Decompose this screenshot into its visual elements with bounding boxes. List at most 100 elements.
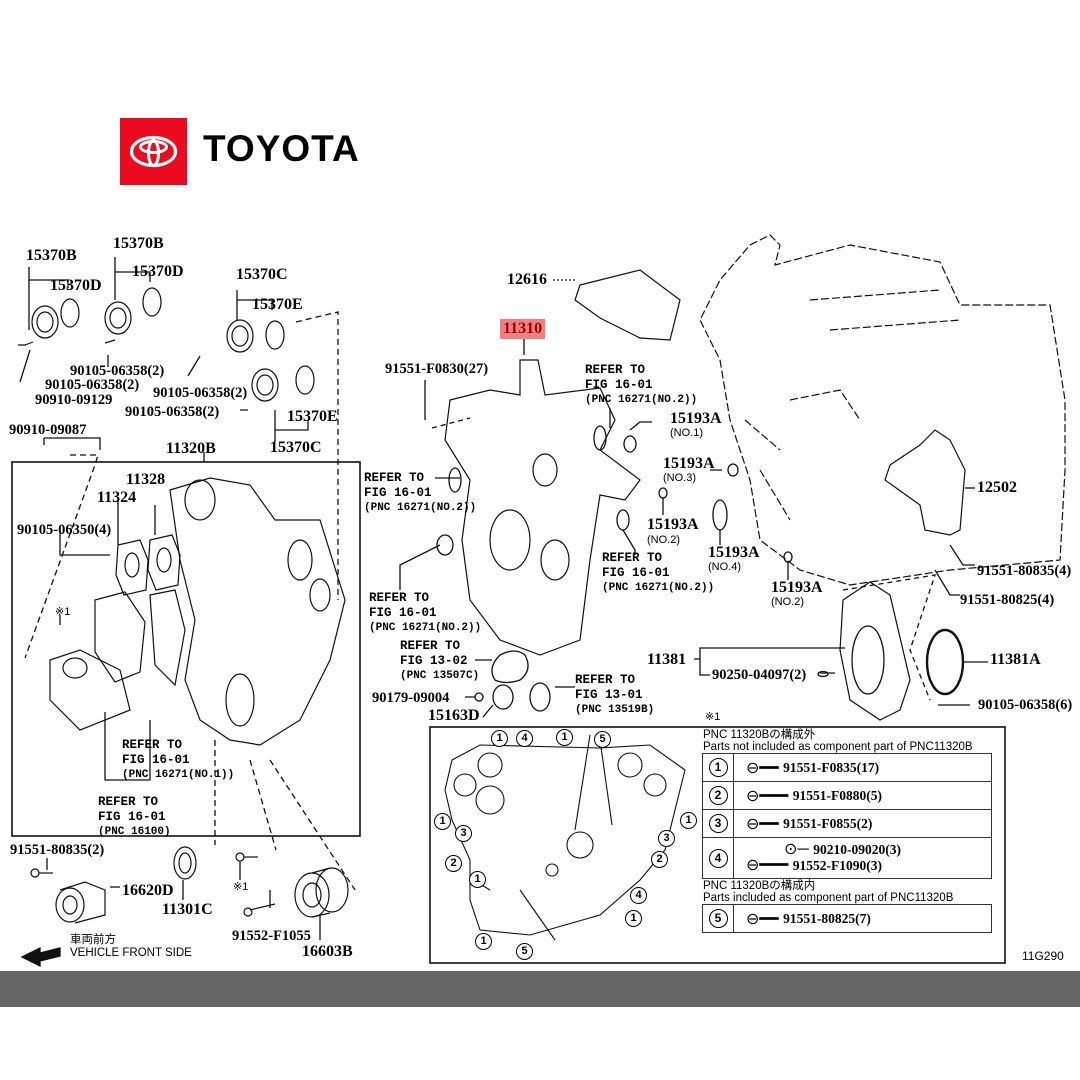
legend-row: 5⊖━━ 91551-80825(7) <box>702 904 992 933</box>
callout-marker: 1 <box>434 813 451 830</box>
label-12502: 12502 <box>977 479 1017 496</box>
label-16620d: 16620D <box>122 882 174 899</box>
part-number: 91551-F0855(2) <box>783 815 873 831</box>
callout-marker: 5 <box>594 731 611 748</box>
label-15370c: 15370C <box>270 439 322 456</box>
callout-marker: 1 <box>556 729 573 746</box>
part-number: 91552-F1090(3) <box>792 858 882 873</box>
legend-row: 1 ⊖━━ 91551-F0835(17) <box>702 753 992 782</box>
label-11324: 11324 <box>97 489 137 506</box>
label-15193a: 15193A <box>771 579 823 596</box>
figure-code: 11G290 <box>1022 949 1064 963</box>
label-15370b: 15370B <box>26 247 77 264</box>
callout-marker: 3 <box>658 830 675 847</box>
label-bolt-90105-06358: 90105-06358(2) <box>45 377 140 393</box>
label-11328: 11328 <box>126 471 166 488</box>
label-90179-09004: 90179-09004 <box>372 690 450 706</box>
label-15193a: 15193A <box>663 455 715 472</box>
note-marker: ※1 <box>55 606 71 618</box>
callout-marker: 1 <box>625 910 642 927</box>
legend-row: 4 ⊙─ 90210-09020(3) ⊖━━━ 91552-F1090(3) <box>702 837 992 879</box>
part-number: 90210-09020(3) <box>813 841 901 857</box>
label-15370b: 15370B <box>113 235 164 252</box>
label-15193a: 15193A <box>647 516 699 533</box>
callout-marker: 1 <box>469 871 486 888</box>
callout-marker: 3 <box>455 825 472 842</box>
direction-label-en: VEHICLE FRONT SIDE <box>70 947 192 959</box>
callout-marker: 1 <box>475 933 492 950</box>
label-91551-f0830: 91551-F0830(27) <box>385 361 489 377</box>
label-90910-09087: 90910-09087 <box>9 422 87 438</box>
label-91551-80825: 91551-80825(4) <box>960 592 1055 608</box>
label-no2: (NO.2) <box>771 596 804 608</box>
part-number: 91551-F0835(17) <box>783 759 880 775</box>
label-15163d: 15163D <box>428 707 480 724</box>
label-90250-04097: 90250-04097(2) <box>712 667 807 683</box>
callout-marker: 4 <box>630 887 647 904</box>
label-15193a: 15193A <box>708 544 760 561</box>
callout-marker: 2 <box>445 855 462 872</box>
timing-cover-sketch <box>169 477 346 746</box>
arrow-left-icon <box>20 946 61 968</box>
label-91551-80835: 91551-80835(2) <box>10 842 105 858</box>
callout-marker: 5 <box>516 943 533 960</box>
callout-marker: 2 <box>651 851 668 868</box>
cam-sensor-1 <box>18 298 80 346</box>
label-bolt-90105-06358: 90105-06358(2) <box>153 385 248 401</box>
legend-included-table: 5⊖━━ 91551-80825(7) <box>702 904 992 933</box>
engine-block-outline <box>699 234 1066 586</box>
toyota-emblem-icon <box>129 135 178 168</box>
label-91551-80835: 91551-80835(4) <box>977 563 1072 579</box>
label-15193a: 15193A <box>670 410 722 427</box>
bolt-location-diagram <box>444 734 686 941</box>
part-number: 91551-80825(7) <box>783 910 871 926</box>
cam-sensor-3 <box>226 319 315 402</box>
bolt-icon: ⊖━━ <box>746 759 779 777</box>
legend-row: 2⊖━━━ 91551-F0880(5) <box>702 781 992 810</box>
part-number: 91551-F0880(5) <box>792 787 882 803</box>
legend-row: 3⊖━━ 91551-F0855(2) <box>702 809 992 838</box>
direction-label-jp: 車両前方 <box>70 934 116 946</box>
label-11320b: 11320B <box>166 440 216 457</box>
label-90910-09129: 90910-09129 <box>35 392 113 408</box>
footer-bar <box>0 971 1080 1007</box>
label-91552-f1055: 91552-F1055 <box>232 928 311 944</box>
note-marker: ※1 <box>233 881 249 893</box>
bolt-icon: ⊖━━ <box>746 910 779 928</box>
label-11381a: 11381A <box>990 651 1041 668</box>
label-90105-06350: 90105-06350(4) <box>17 522 112 538</box>
brand-name: TOYOTA <box>203 128 360 169</box>
legend-excluded-table: 1 ⊖━━ 91551-F0835(17) 2⊖━━━ 91551-F0880(5… <box>702 753 992 879</box>
label-15370c: 15370C <box>236 266 288 283</box>
label-15370d: 15370D <box>50 277 102 294</box>
label-no3: (NO.3) <box>663 472 696 484</box>
label-11381: 11381 <box>647 651 687 668</box>
cam-sensor-2 <box>104 287 162 344</box>
callout-number: 1 <box>708 758 728 777</box>
center-timing-cover-sketch <box>444 359 641 656</box>
label-16603b: 16603B <box>302 943 353 960</box>
callout-number: 4 <box>708 848 728 868</box>
label-11310-highlighted[interactable]: 11310 <box>500 319 546 339</box>
label-no4: (NO.4) <box>708 561 741 573</box>
callout-number: 3 <box>708 814 728 833</box>
washer-icon: ⊙─ <box>784 841 809 858</box>
gasket-sketch <box>49 534 186 731</box>
label-no1: (NO.1) <box>670 427 703 439</box>
toyota-logo-badge <box>120 118 187 185</box>
label-15370d: 15370D <box>132 263 184 280</box>
callout-marker: 4 <box>516 730 533 747</box>
bolt-icon: ⊖━━━ <box>746 857 789 874</box>
legend-note-marker: ※1 <box>705 711 721 723</box>
label-15370e: 15370E <box>287 408 338 425</box>
label-12616: 12616 <box>507 271 547 288</box>
callout-marker: 1 <box>680 812 697 829</box>
